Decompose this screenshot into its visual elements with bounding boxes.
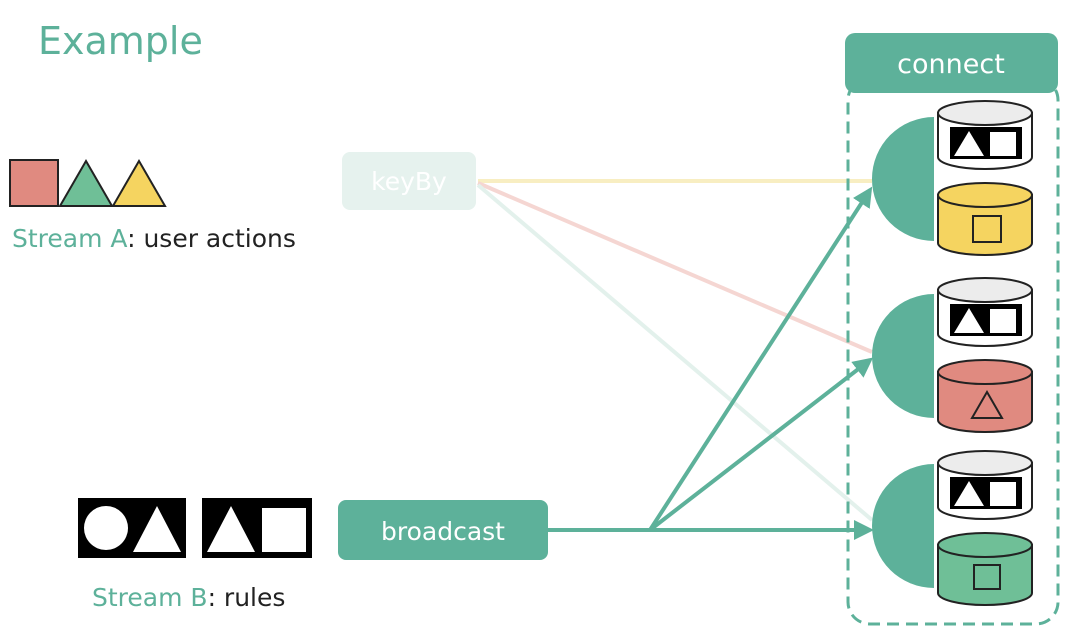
keyby-label: keyBy	[371, 167, 447, 196]
keyed-state-cylinder-green	[937, 532, 1033, 606]
triangle-icon	[207, 506, 255, 552]
stream-a-name: Stream A	[12, 224, 127, 253]
square-icon	[262, 508, 306, 552]
stream-b-label: Stream B: rules	[92, 583, 285, 612]
connect-label: connect	[897, 49, 1005, 80]
triangle-icon	[954, 131, 984, 156]
rule-state-cylinder	[937, 100, 1033, 170]
connect-instance-1	[871, 100, 1033, 256]
connect-instance-3	[872, 450, 1033, 606]
page-title: Example	[38, 19, 203, 63]
keyby-operator: keyBy	[342, 152, 476, 210]
connect-header	[845, 33, 1058, 93]
stream-a-square-icon	[9, 159, 59, 207]
keyed-state-cylinder-yellow	[937, 182, 1033, 256]
square-icon	[972, 215, 1002, 243]
keyby-box	[342, 152, 476, 210]
circle-icon	[84, 506, 128, 550]
operator-half-circle	[872, 464, 934, 588]
stream-a-label: Stream A: user actions	[12, 224, 296, 253]
stream-a-suffix: : user actions	[127, 224, 296, 253]
stream-b-name: Stream B	[92, 583, 208, 612]
rule-state-cylinder	[937, 277, 1033, 347]
stream-a-green-triangle-icon	[58, 159, 114, 207]
triangle-icon	[970, 389, 1004, 419]
broadcast-arrow-to-instance-2	[648, 357, 874, 532]
broadcast-arrow-to-instance-1	[648, 186, 873, 532]
broadcast-label: broadcast	[381, 517, 505, 546]
stream-b-cards	[78, 498, 312, 558]
triangle-icon	[954, 481, 984, 506]
triangle-icon	[133, 506, 181, 552]
keyby-arrow-green	[476, 183, 874, 522]
square-icon	[973, 564, 1001, 590]
rule-card-triangle-square	[202, 498, 312, 558]
rule-state-cylinder	[937, 450, 1033, 520]
stream-a-shapes	[9, 159, 167, 207]
square-icon	[990, 132, 1016, 156]
rule-card-circle-triangle	[78, 498, 186, 558]
keyed-state-cylinder-red	[937, 359, 1033, 433]
connect-container: connect	[845, 33, 1060, 626]
connect-instance-2	[872, 277, 1033, 433]
square-icon	[990, 309, 1016, 333]
operator-half-circle	[872, 294, 934, 418]
stream-a-yellow-triangle-icon	[111, 159, 167, 207]
operator-half-circle	[871, 117, 934, 241]
broadcast-arrows	[548, 186, 874, 540]
broadcast-operator: broadcast	[338, 500, 548, 560]
stream-b-suffix: : rules	[208, 583, 286, 612]
keyby-arrows	[476, 179, 874, 522]
triangle-icon	[954, 308, 984, 333]
keyby-arrow-red	[477, 181, 873, 354]
square-icon	[990, 482, 1016, 506]
broadcast-box	[338, 500, 548, 560]
